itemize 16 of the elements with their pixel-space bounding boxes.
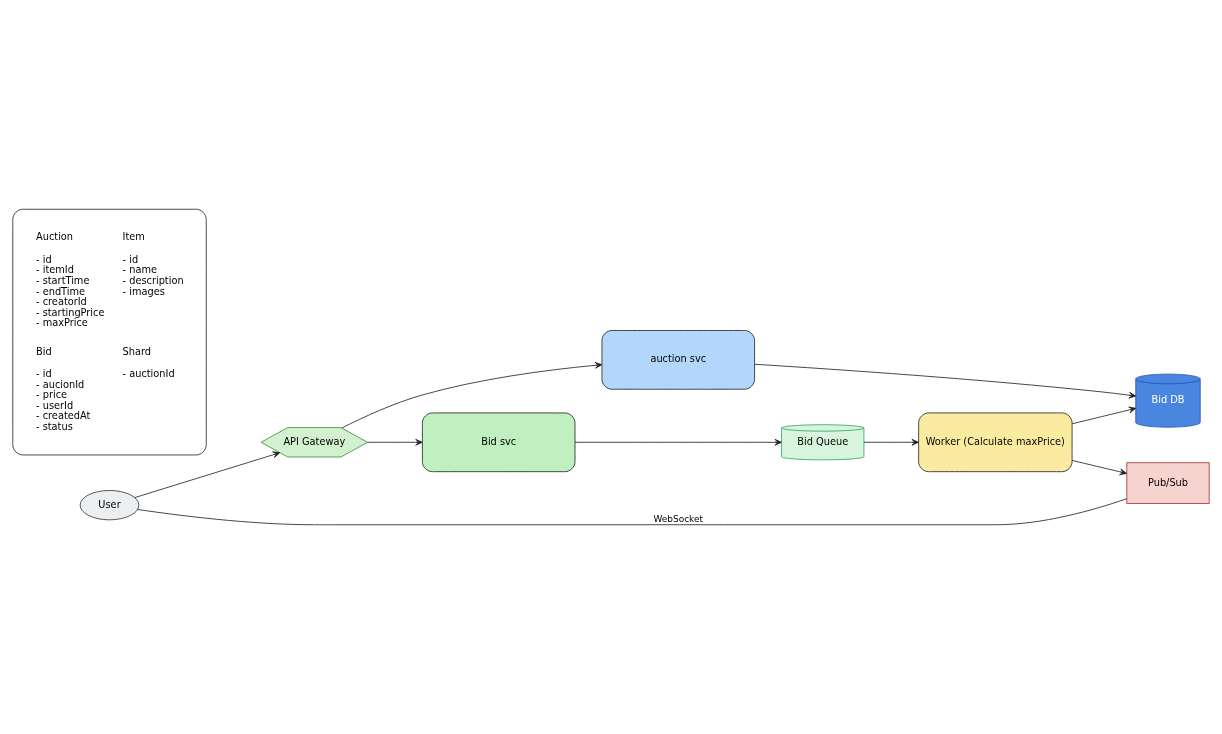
arrow — [863, 438, 919, 446]
node-box: Pub/Sub — [1126, 462, 1210, 504]
node-ellipse: User — [79, 490, 140, 521]
node-box: auction svc — [601, 330, 755, 390]
arrow — [134, 451, 281, 498]
arrow — [1071, 406, 1137, 425]
arrow — [574, 438, 782, 446]
arrow — [367, 438, 423, 446]
connector — [137, 498, 1128, 526]
node-box: Auction - id - itemId - startTime - endTime - creatorId - startingPrice - maxPrice Item - id - name - description - images Bid - id - aucionId - price - userId - createdAt - status Shard - auctionId — [12, 208, 207, 456]
node-box: Worker (Calculate maxPrice) — [918, 412, 1073, 473]
arrow — [1071, 460, 1127, 476]
arrow — [341, 361, 603, 429]
edge-label: WebSocket — [653, 514, 704, 525]
node-box: Bid svc — [421, 412, 576, 473]
arrow — [754, 363, 1137, 399]
